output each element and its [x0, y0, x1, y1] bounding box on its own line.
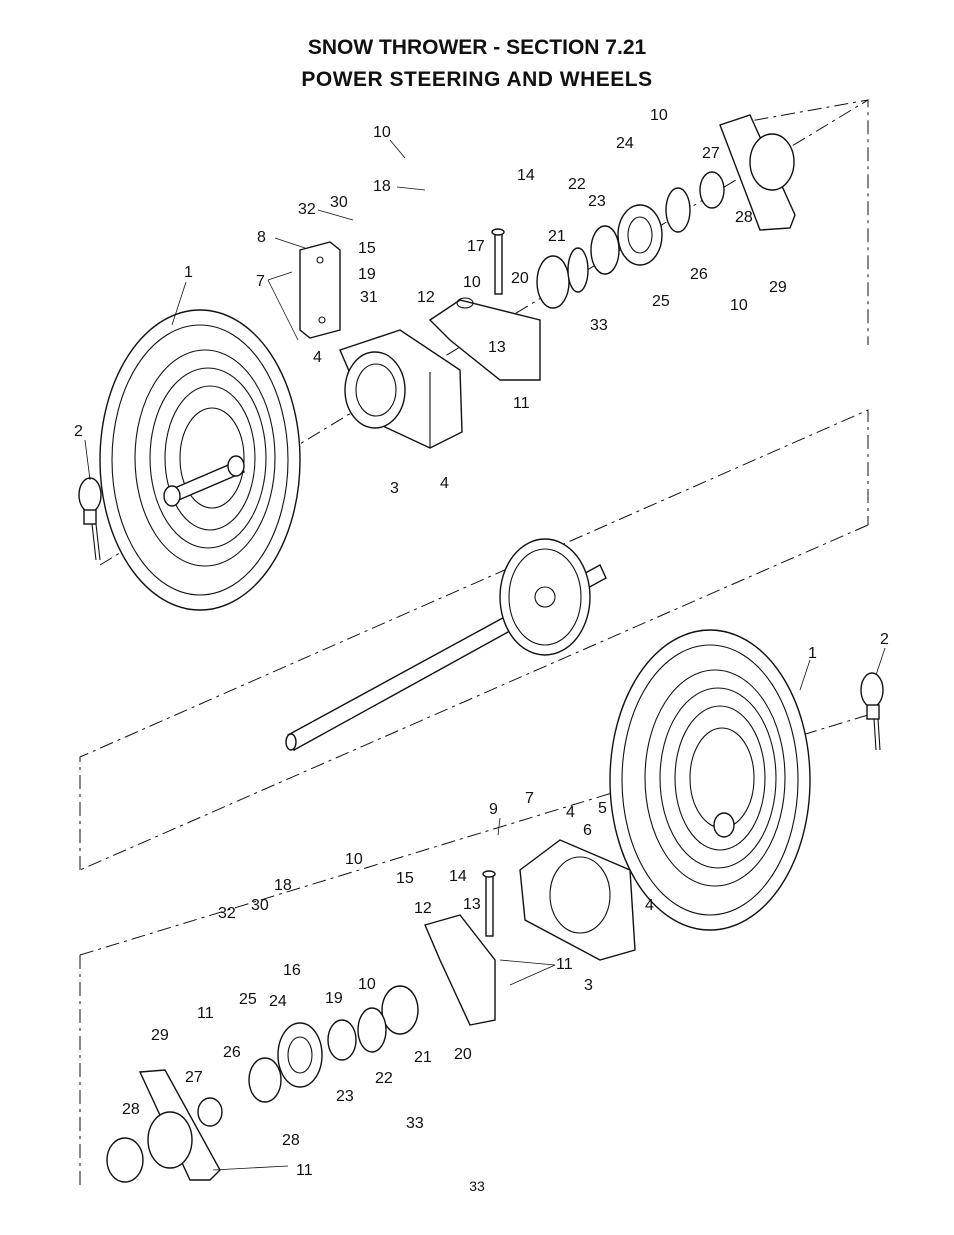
lower-flange — [106, 1069, 223, 1183]
upper-gearbox-housing — [339, 329, 463, 449]
upper-wheel — [99, 309, 301, 611]
upper-clutch-assembly — [536, 171, 725, 309]
callout-label: 14 — [517, 167, 535, 184]
callout-label: 30 — [330, 194, 348, 211]
lower-callouts: 1 2 9 7 4 5 6 10 18 15 14 13 30 32 12 16… — [122, 631, 889, 1179]
callout-label: 15 — [396, 870, 414, 887]
lower-clutch-assembly — [248, 985, 419, 1103]
callout-label: 15 — [358, 240, 376, 257]
callout-label: 28 — [282, 1132, 300, 1149]
callout-label: 4 — [313, 349, 322, 366]
callout-label: 11 — [513, 395, 530, 412]
callout-label: 10 — [650, 107, 668, 124]
callout-label: 28 — [122, 1101, 140, 1118]
lower-yoke — [424, 914, 496, 1026]
callout-label: 19 — [358, 266, 376, 283]
callout-label: 8 — [257, 229, 266, 246]
callout-label: 31 — [360, 289, 378, 306]
callout-label: 9 — [489, 801, 498, 818]
callout-label: 4 — [645, 897, 654, 914]
callout-label: 30 — [251, 897, 269, 914]
upper-bracket — [299, 241, 341, 339]
callout-label: 16 — [283, 962, 301, 979]
callout-label: 18 — [274, 877, 292, 894]
callout-label: 10 — [373, 124, 391, 141]
callout-label: 12 — [417, 289, 435, 306]
upper-pin-shaft — [491, 228, 505, 295]
callout-label: 1 — [808, 645, 817, 662]
callout-label: 10 — [463, 274, 481, 291]
callout-label: 18 — [373, 178, 391, 195]
callout-label: 10 — [345, 851, 363, 868]
callout-label: 24 — [616, 135, 634, 152]
callout-label: 12 — [414, 900, 432, 917]
callout-label: 23 — [588, 193, 606, 210]
callout-label: 11 — [197, 1005, 214, 1022]
callout-label: 4 — [566, 804, 575, 821]
callout-label: 10 — [358, 976, 376, 993]
callout-label: 27 — [185, 1069, 203, 1086]
callout-label: 13 — [463, 896, 481, 913]
callout-label: 22 — [568, 176, 586, 193]
callout-label: 29 — [769, 279, 787, 296]
page-number: 33 — [469, 1178, 485, 1194]
callout-label: 19 — [325, 990, 343, 1007]
drive-gear — [499, 538, 591, 656]
callout-label: 20 — [511, 270, 529, 287]
callout-label: 20 — [454, 1046, 472, 1063]
page-subtitle: POWER STEERING AND WHEELS — [301, 68, 653, 91]
lower-wheel — [609, 629, 811, 931]
callout-label: 7 — [525, 790, 534, 807]
callout-label: 17 — [467, 238, 485, 255]
upper-hitch-pin — [78, 477, 102, 561]
leader-lines — [84, 139, 886, 1171]
callout-label: 21 — [548, 228, 566, 245]
callout-label: 25 — [239, 991, 257, 1008]
callout-label: 33 — [590, 317, 608, 334]
callout-label: 3 — [584, 977, 593, 994]
callout-label: 32 — [218, 905, 236, 922]
callout-label: 26 — [223, 1044, 241, 1061]
callout-label: 2 — [74, 423, 83, 440]
callout-label: 33 — [406, 1115, 424, 1132]
callout-label: 11 — [556, 956, 573, 973]
callout-label: 29 — [151, 1027, 169, 1044]
callout-label: 6 — [583, 822, 592, 839]
callout-label: 13 — [488, 339, 506, 356]
lower-hitch-pin — [860, 672, 884, 751]
callout-label: 5 — [598, 800, 607, 817]
callout-label: 10 — [730, 297, 748, 314]
callout-label: 26 — [690, 266, 708, 283]
lower-pin-shaft — [482, 870, 496, 937]
callout-label: 32 — [298, 201, 316, 218]
callout-label: 14 — [449, 868, 467, 885]
page-title: SNOW THROWER - SECTION 7.21 — [307, 36, 647, 59]
callout-label: 11 — [296, 1162, 313, 1179]
callout-label: 25 — [652, 293, 670, 310]
callout-label: 23 — [336, 1088, 354, 1105]
callout-label: 21 — [414, 1049, 432, 1066]
callout-label: 28 — [735, 209, 753, 226]
callout-label: 4 — [440, 475, 449, 492]
callout-label: 7 — [256, 273, 265, 290]
callout-label: 22 — [375, 1070, 393, 1087]
callout-label: 1 — [184, 264, 193, 281]
callout-label: 27 — [702, 145, 720, 162]
lower-gearbox-housing — [519, 839, 636, 961]
callout-label: 3 — [390, 480, 399, 497]
upper-flange — [719, 114, 796, 231]
upper-yoke — [428, 297, 541, 381]
upper-callouts: 10 18 30 32 15 17 19 10 8 7 1 31 12 4 14… — [74, 107, 787, 497]
callout-label: 2 — [880, 631, 889, 648]
callout-label: 24 — [269, 993, 287, 1010]
